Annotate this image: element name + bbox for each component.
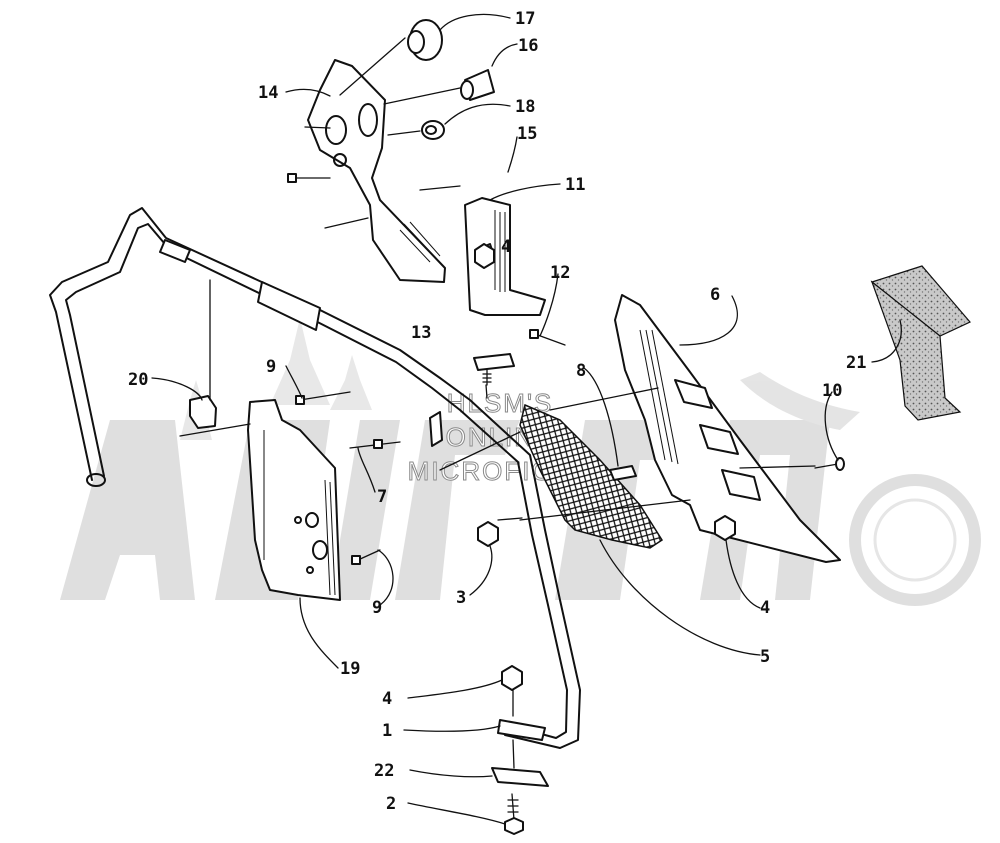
callout-pointers [151, 13, 902, 825]
right-side-plate [614, 294, 841, 563]
label-3: 3 [456, 588, 466, 608]
label-8: 8 [576, 361, 586, 381]
label-4-right: 4 [760, 598, 770, 618]
bumper-bar [49, 207, 581, 749]
label-6: 6 [710, 285, 720, 305]
label-16: 16 [518, 36, 538, 56]
label-2: 2 [386, 794, 396, 814]
label-11: 11 [565, 175, 585, 195]
label-17: 17 [515, 9, 535, 29]
left-mount-plate [307, 59, 446, 283]
label-7: 7 [377, 487, 387, 507]
mesh-screen [519, 403, 664, 549]
label-22: 22 [374, 761, 394, 781]
left-side-plate [247, 399, 341, 601]
label-9-upper: 9 [266, 357, 276, 377]
part-number-labels: 17 16 14 18 15 11 4 12 6 13 21 10 20 9 8… [128, 9, 866, 814]
label-10: 10 [822, 381, 842, 401]
label-1: 1 [382, 721, 392, 741]
foam-pad [870, 265, 971, 421]
label-21: 21 [846, 353, 866, 373]
label-5: 5 [760, 647, 770, 667]
label-13: 13 [411, 323, 431, 343]
label-20: 20 [128, 370, 148, 390]
label-4-bottom: 4 [382, 689, 392, 709]
label-12: 12 [550, 263, 570, 283]
label-19: 19 [340, 659, 360, 679]
label-18: 18 [515, 97, 535, 117]
label-9-lower: 9 [372, 598, 382, 618]
label-15: 15 [517, 124, 537, 144]
label-4-top: 4 [501, 237, 511, 257]
label-14: 14 [258, 83, 278, 103]
leader-lines [179, 37, 816, 769]
hardware [189, 19, 845, 835]
